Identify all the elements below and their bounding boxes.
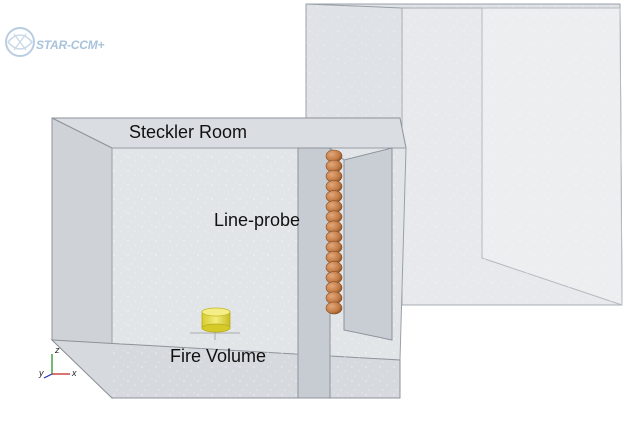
room-label: Steckler Room xyxy=(129,122,248,142)
fire-volume-cylinder[interactable] xyxy=(190,307,240,340)
steckler-room-box xyxy=(50,117,407,400)
axis-x-label: x xyxy=(72,368,77,378)
probe-point xyxy=(325,301,343,315)
line-probe[interactable] xyxy=(325,149,343,315)
probe-label: Line-probe xyxy=(214,210,301,230)
axis-triad-icon xyxy=(43,354,70,379)
fire-volume-label: Fire Volume xyxy=(170,346,267,366)
axis-y-label: y xyxy=(39,368,44,378)
logo-text: STAR-CCM+ xyxy=(36,38,105,52)
star-ccm-logo-icon xyxy=(5,27,35,57)
axis-z-label: z xyxy=(55,345,60,355)
